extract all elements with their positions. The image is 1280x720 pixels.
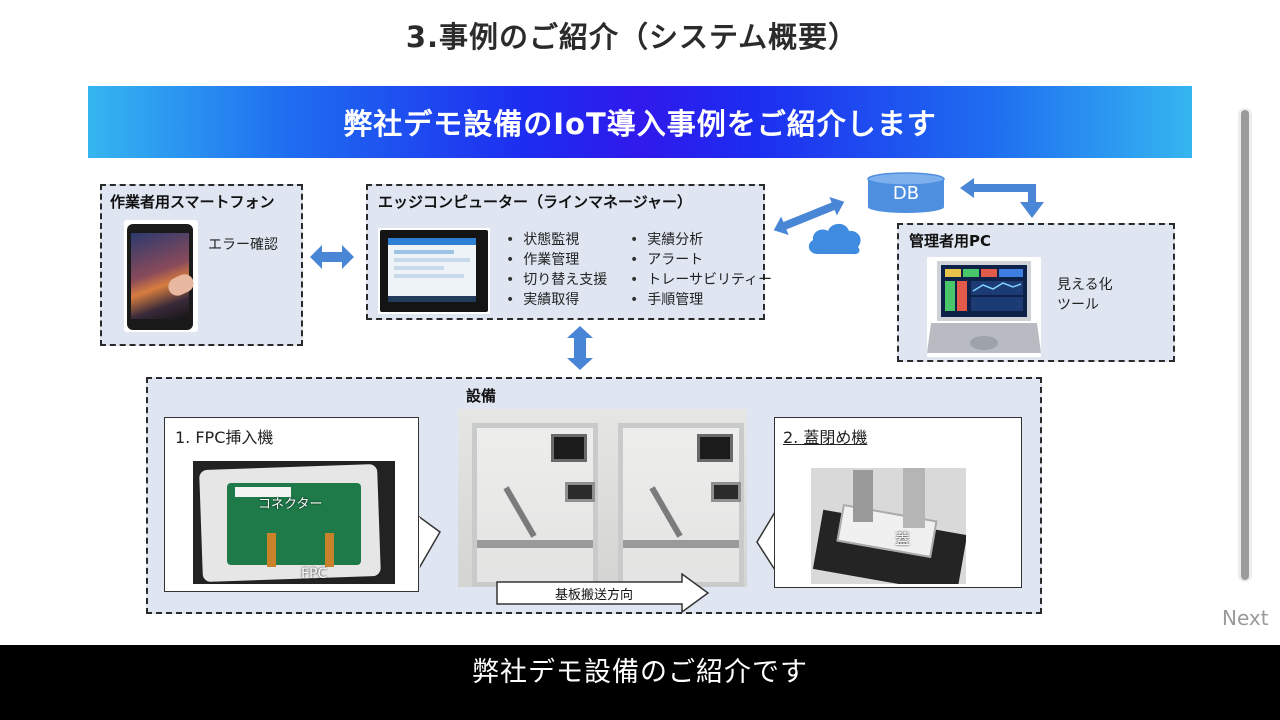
visualization-label-line1: 見える化 (1057, 277, 1113, 293)
worker-smartphone-box: 作業者用スマートフォン エラー確認 (100, 184, 303, 346)
worker-smartphone-title: 作業者用スマートフォン (110, 193, 275, 211)
banner-text: 弊社デモ設備のIoT導入事例をご紹介します (343, 107, 937, 141)
feature-list-left: 状態監視 作業管理 切り替え支援 実績取得 (506, 230, 607, 310)
lid-closing-photo (811, 468, 966, 584)
subtitle-text: 弊社デモ設備のご紹介です (472, 657, 808, 688)
callout-pointer-right (756, 512, 776, 572)
feature-item: 実績分析 (630, 230, 772, 250)
feature-item: アラート (630, 250, 772, 270)
bent-double-arrow-icon (960, 178, 1044, 218)
fpc-tag: FPC (301, 566, 328, 582)
production-line-photo (458, 409, 747, 587)
feature-item: 作業管理 (506, 250, 607, 270)
feature-list-right: 実績分析 アラート トレーサビリティー 手順管理 (630, 230, 772, 310)
smartphone-photo (124, 220, 198, 332)
fpc-insertion-machine-box: 1. FPC挿入機 (164, 417, 419, 592)
connector-tag: コネクター (258, 497, 323, 512)
feature-item: 手順管理 (630, 290, 772, 310)
callout-pointer-left (418, 516, 441, 572)
lid-tag: 蓋 (895, 530, 911, 548)
diagonal-double-arrow-icon (773, 196, 845, 236)
visualization-tool-label: 見える化 ツール (1057, 275, 1113, 315)
headline-banner: 弊社デモ設備のIoT導入事例をご紹介します (88, 86, 1192, 158)
laptop-photo (927, 257, 1041, 357)
edge-computer-title: エッジコンピューター（ラインマネージャー） (378, 193, 692, 211)
next-button[interactable]: Next (1222, 606, 1269, 630)
double-arrow-icon (310, 245, 354, 269)
edge-computer-photo (378, 228, 490, 314)
edge-computer-box: エッジコンピューター（ラインマネージャー） 状態監視 作業管理 切り替え支援 実… (366, 184, 772, 320)
db-label: DB (892, 183, 920, 204)
admin-pc-title: 管理者用PC (909, 232, 992, 250)
lid-closing-machine-title: 2. 蓋閉め機 (783, 428, 868, 447)
slide-title: 3.事例のご紹介（システム概要） (405, 20, 859, 54)
database-icon (867, 172, 945, 213)
fpc-board-photo (193, 461, 395, 584)
error-check-label: エラー確認 (208, 237, 278, 253)
lid-closing-machine-box: 2. 蓋閉め機 (774, 417, 1022, 588)
equipment-title: 設備 (466, 387, 497, 405)
feature-item: 状態監視 (506, 230, 607, 250)
scrollbar-thumb[interactable] (1241, 110, 1249, 580)
conveyor-direction-arrow-icon (496, 573, 710, 613)
vertical-double-arrow-icon (567, 326, 593, 370)
feature-item: トレーサビリティー (630, 270, 772, 290)
cloud-icon (808, 223, 861, 255)
admin-pc-box: 管理者用PC 見える化 ツール (897, 223, 1175, 362)
feature-item: 切り替え支援 (506, 270, 607, 290)
visualization-label-line2: ツール (1057, 297, 1099, 313)
subtitle-bar (0, 645, 1280, 720)
feature-item: 実績取得 (506, 290, 607, 310)
conveyor-direction-label: 基板搬送方向 (554, 588, 633, 603)
fpc-insertion-machine-title: 1. FPC挿入機 (175, 428, 274, 447)
